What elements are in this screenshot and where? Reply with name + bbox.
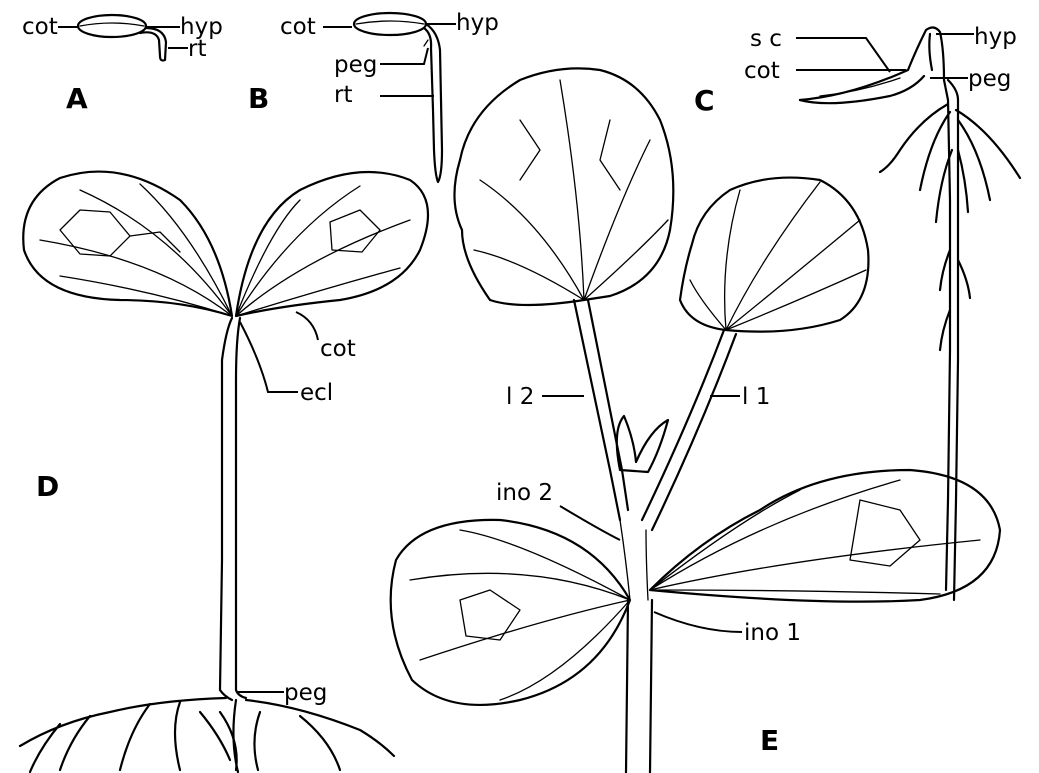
leader-b-peg [380,48,428,64]
label-b-peg: peg [334,52,377,78]
panel-label-a: A [66,82,88,115]
seedling-d-stem-left [220,318,232,700]
seedling-d [20,172,428,772]
panel-label-c: C [694,84,715,117]
seedling-e-petiole-l2-b [588,300,628,510]
seedling-c-lateral-7 [940,250,950,290]
leader-c-sc [796,38,890,72]
seed-a-seam [80,23,144,26]
seedling-c-lateral-8 [958,260,970,298]
seedling-c-lateral-6 [958,150,968,212]
seedling-e [391,68,1000,773]
seedling-e-stem-right [650,600,652,773]
leader-e-ino2 [560,506,620,540]
seed-a [78,15,166,61]
label-b-hyp: hyp [456,10,499,36]
seed-b [354,13,442,182]
seedling-e-cotyledon-left [391,520,630,705]
seed-b-peg [424,40,428,46]
leader-e-ino1 [654,612,742,632]
seedling-e-leaf-l1-veins [690,182,866,330]
label-e-ino2: ino 2 [496,480,553,506]
label-a-rt: rt [188,36,206,62]
seedling-d-roots [20,698,394,772]
seed-b-seam [356,21,424,24]
label-e-l1: l 1 [742,384,770,410]
label-a-cot: cot [22,14,58,40]
seedling-e-petiole-l2-a [574,300,620,520]
seedling-e-apical-bud [617,416,668,472]
seedling-e-leaf-l2-veins [474,80,668,300]
seed-a-cotyledon [78,15,146,37]
seedling-e-petiole-l1-a [642,330,724,520]
seedling-c-lateral-9 [940,310,950,350]
seedling-e-stem-left [626,600,628,773]
panel-label-e: E [760,724,779,757]
label-d-cot: cot [320,336,356,362]
label-b-cot: cot [280,14,316,40]
label-d-peg: peg [284,680,327,706]
label-d-ecl: ecl [300,380,333,406]
seedling-c-cotyledon-inner [820,78,900,96]
label-e-l2: l 2 [506,384,534,410]
leader-d-ecl [240,322,298,392]
seedling-c-lateral-3 [956,110,1020,178]
leader-d-cot [296,312,318,340]
seed-b-root [424,24,442,182]
seed-b-cotyledon [354,13,426,35]
seedling-e-internode [620,520,648,600]
seedling-c-hook [929,34,932,70]
seedling-c [800,27,1020,600]
panel-label-b: B [248,82,269,115]
seedling-e-cotyledon-left-veins [410,530,630,700]
seed-a-radicle [140,28,166,61]
label-c-hyp: hyp [974,24,1017,50]
label-c-sc: s c [750,26,782,52]
panel-label-d: D [36,470,59,503]
seedling-d-stem-right [236,318,246,698]
seedling-c-lateral-2 [920,112,950,190]
label-c-cot: cot [744,58,780,84]
label-c-peg: peg [968,66,1011,92]
label-b-rt: rt [334,82,352,108]
seedling-e-cotyledon-right-veins [650,480,980,594]
seedling-c-lateral-1 [880,104,948,172]
label-e-ino1: ino 1 [744,620,801,646]
